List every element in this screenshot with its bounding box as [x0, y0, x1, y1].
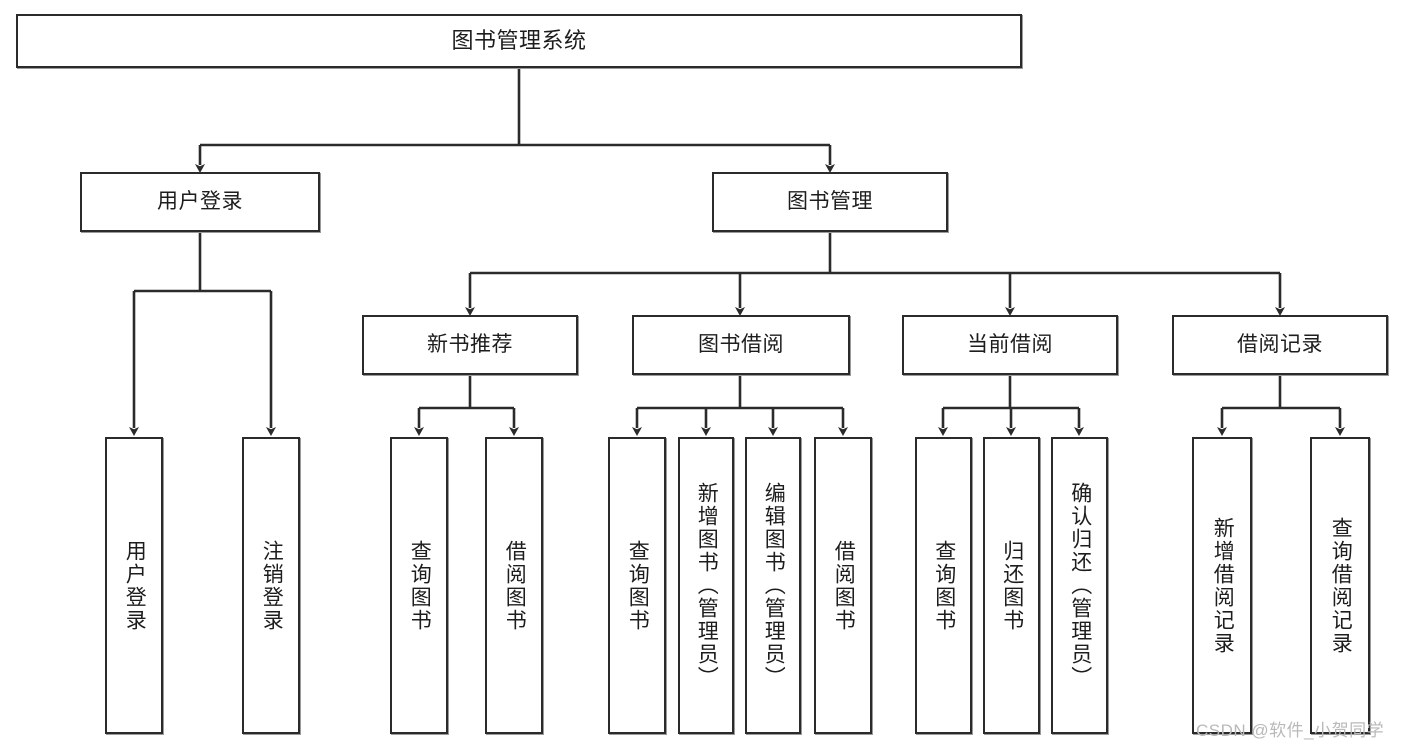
node-label: 借阅图书 — [832, 539, 856, 632]
node-label: 查询图书 — [408, 539, 432, 632]
node-leaf-current-confirm-return-admin[interactable]: 确认归还（管理员） — [1051, 437, 1108, 734]
node-label: 用户登录 — [157, 190, 243, 214]
node-user-login[interactable]: 用户登录 — [80, 172, 320, 232]
node-label: 归还图书 — [1000, 539, 1024, 632]
node-label: 注销登录 — [260, 539, 284, 632]
node-leaf-rec-borrow-book[interactable]: 借阅图书 — [485, 437, 543, 734]
node-leaf-current-query-book[interactable]: 查询图书 — [915, 437, 972, 734]
node-label: 图书借阅 — [698, 333, 784, 357]
node-label: 借阅图书 — [503, 539, 527, 632]
node-leaf-record-query-borrow-record[interactable]: 查询借阅记录 — [1310, 437, 1370, 734]
node-label: 查询借阅记录 — [1329, 516, 1353, 655]
node-leaf-borrow-add-book-admin[interactable]: 新增图书（管理员） — [678, 437, 734, 734]
node-leaf-borrow-borrow-book[interactable]: 借阅图书 — [814, 437, 872, 734]
node-label: 确认归还（管理员） — [1068, 482, 1092, 689]
node-label: 编辑图书（管理员） — [762, 482, 786, 689]
node-leaf-current-return-book[interactable]: 归还图书 — [983, 437, 1040, 734]
node-leaf-borrow-query-book[interactable]: 查询图书 — [608, 437, 666, 734]
node-current-borrowing[interactable]: 当前借阅 — [902, 315, 1118, 375]
node-label: 图书管理 — [787, 190, 873, 214]
watermark-text: CSDN @软件_小贺同学 — [1196, 721, 1385, 740]
node-book-borrowing[interactable]: 图书借阅 — [632, 315, 850, 375]
node-leaf-borrow-edit-book-admin[interactable]: 编辑图书（管理员） — [745, 437, 801, 734]
node-leaf-user-login[interactable]: 用户登录 — [105, 437, 163, 734]
node-label: 新增图书（管理员） — [695, 482, 719, 689]
node-label: 新书推荐 — [427, 333, 513, 357]
node-label: 查询图书 — [932, 539, 956, 632]
node-label: 借阅记录 — [1237, 333, 1323, 357]
node-new-book-recommendation[interactable]: 新书推荐 — [362, 315, 578, 375]
node-leaf-record-add-borrow-record[interactable]: 新增借阅记录 — [1192, 437, 1252, 734]
node-leaf-user-logout[interactable]: 注销登录 — [242, 437, 300, 734]
node-borrow-records[interactable]: 借阅记录 — [1172, 315, 1388, 375]
node-root-book-management-system[interactable]: 图书管理系统 — [16, 14, 1022, 68]
node-label: 当前借阅 — [967, 333, 1053, 357]
node-label: 图书管理系统 — [451, 27, 587, 53]
node-label: 用户登录 — [123, 539, 147, 632]
node-leaf-rec-query-book[interactable]: 查询图书 — [390, 437, 448, 734]
node-label: 查询图书 — [626, 539, 650, 632]
node-book-management[interactable]: 图书管理 — [712, 172, 948, 232]
node-label: 新增借阅记录 — [1211, 516, 1235, 655]
